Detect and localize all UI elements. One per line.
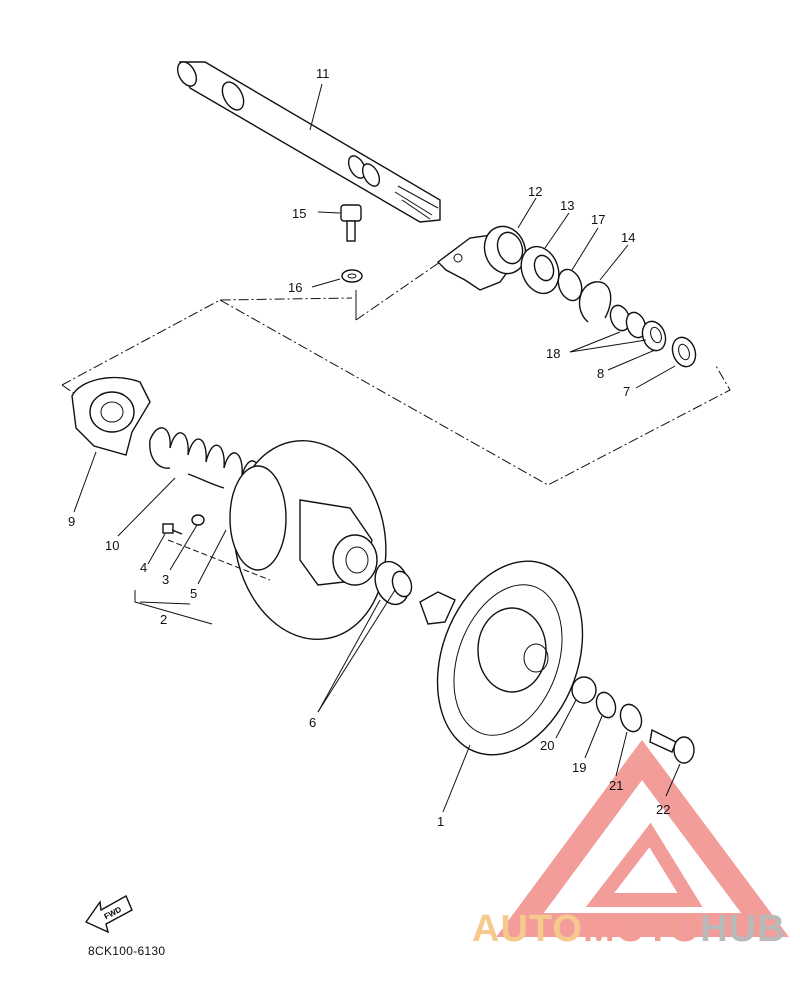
nut-3 [191, 514, 205, 526]
callout-1: 1 [437, 814, 444, 829]
callout-numbers: 11 15 16 12 13 17 14 18 8 7 9 10 4 3 5 2… [68, 66, 670, 829]
callout-7: 7 [623, 384, 630, 399]
watermark-part3: HUB [700, 908, 786, 950]
callout-19: 19 [572, 760, 586, 775]
washer-19 [595, 691, 617, 719]
watermark-part2: MOTO [582, 908, 701, 950]
bolt-15 [340, 204, 362, 242]
callout-22: 22 [656, 802, 670, 817]
cam-9 [71, 376, 151, 456]
diagram-code: 8CK100-6130 [88, 944, 166, 958]
callout-17: 17 [591, 212, 605, 227]
collar-20 [571, 676, 597, 704]
callout-9: 9 [68, 514, 75, 529]
bolt-22 [649, 728, 695, 764]
fwd-arrow-icon: FWD [84, 895, 133, 934]
bearing-housing [436, 225, 527, 291]
callout-12: 12 [528, 184, 542, 199]
callout-3: 3 [162, 572, 169, 587]
callout-8: 8 [597, 366, 604, 381]
callout-5: 5 [190, 586, 197, 601]
assembly-frame-right [219, 299, 731, 486]
sheave-1 [419, 560, 584, 756]
callout-21: 21 [609, 778, 623, 793]
bolt-4 [162, 523, 183, 535]
washer-21 [619, 703, 643, 733]
washer-7 [671, 336, 697, 368]
washer-16 [341, 269, 363, 283]
watermark-logo: AUTOMOTOHUB [472, 908, 786, 951]
callout-6: 6 [309, 715, 316, 730]
circlip-14 [578, 281, 612, 323]
bearing [520, 245, 560, 295]
callout-18: 18 [546, 346, 560, 361]
callout-2: 2 [160, 612, 167, 627]
callout-10: 10 [105, 538, 119, 553]
circlip-17 [557, 268, 583, 302]
callout-13: 13 [560, 198, 574, 213]
spacers-18 [609, 304, 667, 352]
leader-lines [73, 83, 681, 813]
bushings-6 [374, 560, 413, 606]
callout-14: 14 [621, 230, 635, 245]
assembly-frame [61, 297, 353, 386]
callout-11: 11 [316, 66, 330, 81]
sheave-assembly [229, 439, 387, 641]
callout-4: 4 [140, 560, 147, 575]
watermark-triangle-icon [496, 739, 789, 937]
watermark-part1: AUTO [472, 908, 583, 950]
callout-20: 20 [540, 738, 554, 753]
callout-16: 16 [288, 280, 302, 295]
shaft [176, 61, 441, 223]
callout-15: 15 [292, 206, 306, 221]
